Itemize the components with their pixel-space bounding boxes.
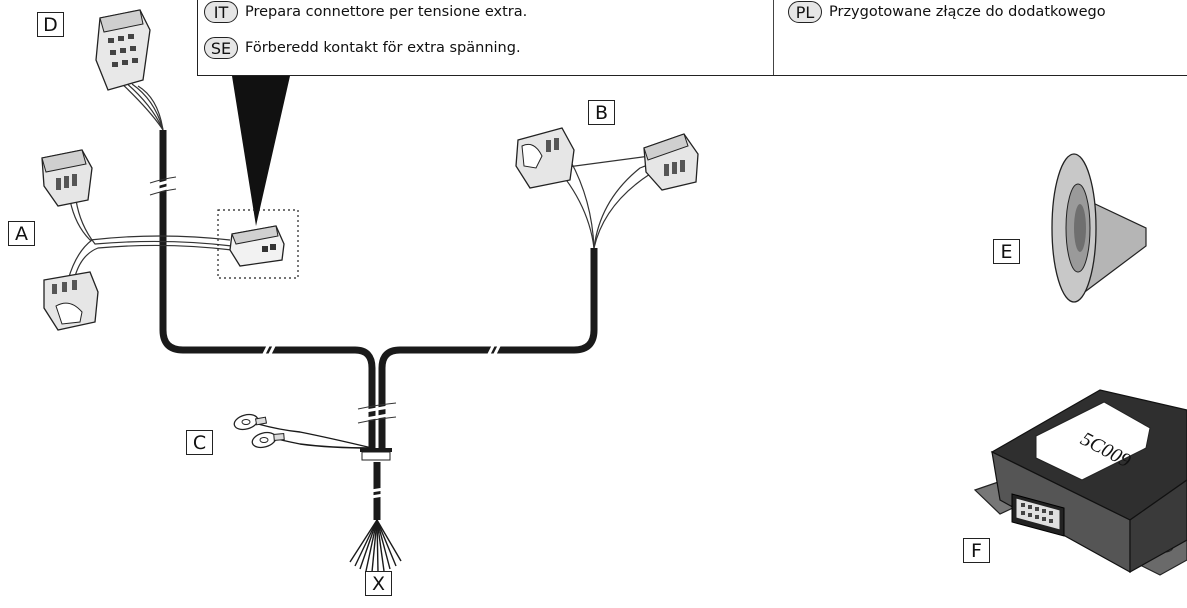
label-c: C [186,430,213,455]
note-row-pl: PL Przygotowane złącze do dodatkowego [788,1,1106,23]
break-marks [151,178,503,500]
grommet-e [1051,153,1147,303]
control-module-f: 5C009 [973,389,1187,576]
lang-badge-se: SE [204,37,238,59]
prepared-connector-frame [217,209,299,279]
note-text-it: Prepara connettore per tensione extra. [245,4,528,20]
label-f: F [963,538,990,563]
label-d: D [37,12,64,37]
ring-terminals-c [233,413,373,449]
note-row-it: IT Prepara connettore per tensione extra… [204,1,527,23]
label-b: B [588,100,615,125]
junction-sleeve [361,451,391,461]
main-harness [159,130,598,520]
note-text-pl: Przygotowane złącze do dodatkowego [829,4,1106,20]
note-text-se: Förberedd kontakt för extra spänning. [245,40,521,56]
note-row-se: SE Förberedd kontakt för extra spänning. [204,37,521,59]
junction-band [360,448,392,452]
connector-a [41,149,233,331]
label-e: E [993,239,1020,264]
break-marks-outline [149,176,397,424]
connector-d [95,9,164,131]
label-a: A [8,221,35,246]
note-box: IT Prepara connettore per tensione extra… [197,0,1187,76]
connector-b [515,127,699,249]
label-x: X [365,571,392,596]
loose-wire-ends [349,519,402,573]
prepared-connector [229,225,285,267]
lang-badge-pl: PL [788,1,822,23]
note-divider [773,0,774,75]
lang-badge-it: IT [204,1,238,23]
callout-wedge [232,76,290,226]
